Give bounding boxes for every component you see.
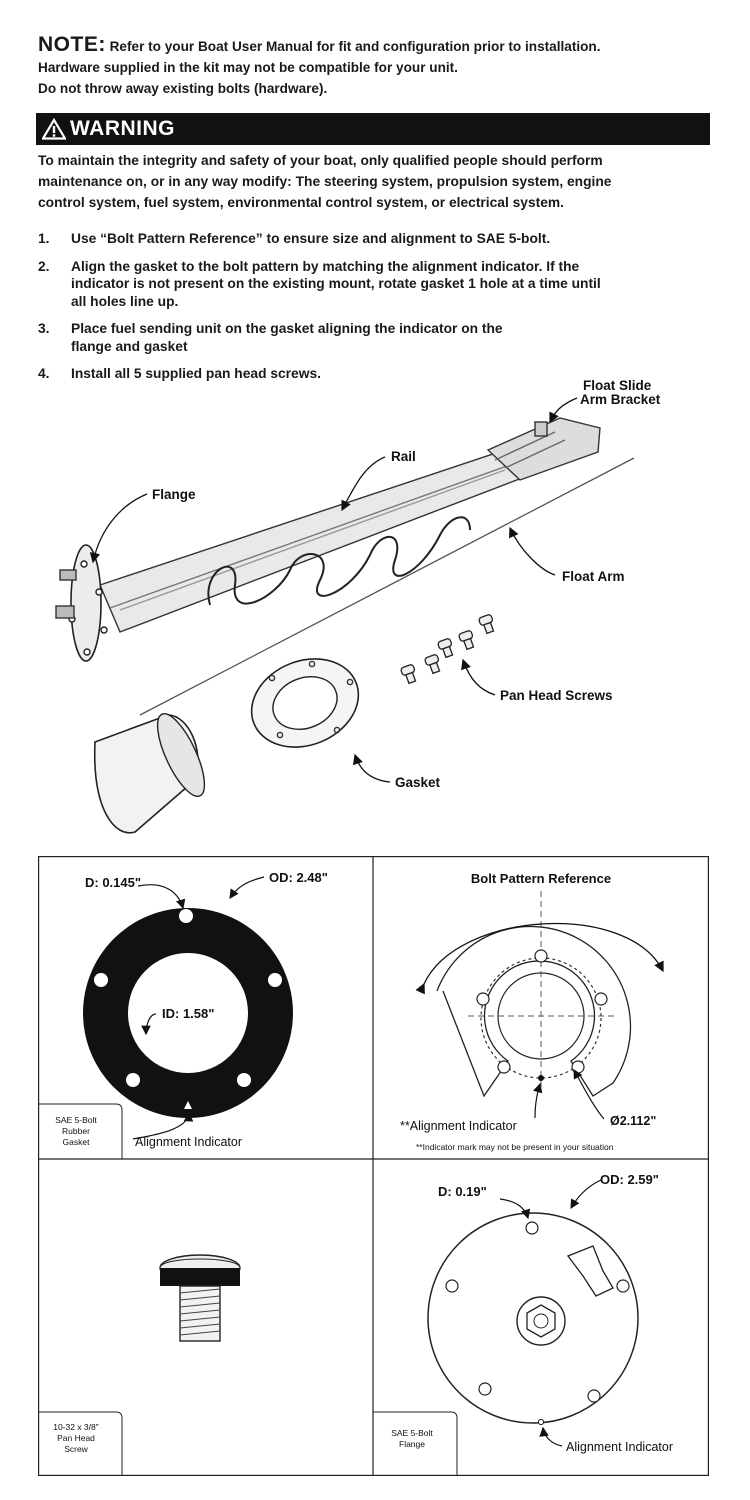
flange-od-label: OD: 2.59" [600, 1172, 659, 1187]
warning-triangle-icon [42, 118, 66, 140]
note-line-3: Do not throw away existing bolts (hardwa… [38, 81, 328, 96]
warning-body: To maintain the integrity and safety of … [38, 150, 728, 213]
step-item: 1. Use “Bolt Pattern Reference” to ensur… [38, 230, 728, 248]
screws-illustration [400, 614, 495, 685]
warning-banner: WARNING [36, 113, 710, 145]
step-line: Place fuel sending unit on the gasket al… [71, 321, 503, 336]
warning-title: WARNING [70, 117, 175, 140]
bolt-pattern-title: Bolt Pattern Reference [471, 871, 611, 886]
screw-caption-line: Pan Head [57, 1433, 95, 1443]
step-line: flange and gasket [71, 338, 188, 354]
coil-wire [207, 516, 471, 606]
step-number: 3. [38, 321, 50, 336]
note-block: NOTE: Refer to your Boat User Manual for… [38, 34, 728, 99]
note-line-2: Hardware supplied in the kit may not be … [38, 60, 458, 75]
step-number: 2. [38, 258, 50, 274]
note-line-1: Refer to your Boat User Manual for fit a… [109, 39, 601, 54]
warning-line-2: maintenance on, or in any way modify: Th… [38, 174, 612, 189]
float-slide-bracket [486, 417, 601, 481]
flange-panel: D: 0.19" OD: 2.59" Alignment Indicator S… [373, 1172, 673, 1476]
gasket-panel: D: 0.145" OD: 2.48" ID: 1.58" Alignment … [38, 870, 328, 1159]
screw-panel: 10-32 x 3/8" Pan Head Screw [38, 1254, 241, 1476]
label-arm-bracket: Arm Bracket [580, 392, 661, 407]
step-item: 4. Install all 5 supplied pan head screw… [38, 365, 728, 383]
bolt-footnote: **Indicator mark may not be present in y… [416, 1142, 614, 1152]
gasket-od-label: OD: 2.48" [269, 870, 328, 885]
bolt-pattern-panel: Bolt Pattern Reference **Alignment Indic… [400, 871, 664, 1152]
label-float-slide: Float Slide [583, 378, 652, 393]
flange-d-label: D: 0.19" [438, 1184, 487, 1199]
label-float-arm: Float Arm [562, 569, 625, 584]
gasket-caption-line: Rubber [62, 1126, 90, 1136]
installation-steps: 1. Use “Bolt Pattern Reference” to ensur… [38, 230, 728, 393]
reference-grid: D: 0.145" OD: 2.48" ID: 1.58" Alignment … [38, 856, 709, 1476]
warning-line-3: control system, fuel system, environment… [38, 195, 565, 210]
flange-caption-line: SAE 5-Bolt [391, 1428, 433, 1438]
step-item: 2. Align the gasket to the bolt pattern … [38, 258, 728, 311]
flange-terminal [566, 1245, 614, 1297]
flange-caption-line: Flange [399, 1439, 425, 1449]
gasket-d-label: D: 0.145" [85, 875, 141, 890]
label-flange: Flange [152, 487, 196, 502]
assembly-diagram: Float Slide Arm Bracket Rail Flange Floa… [55, 378, 661, 834]
label-pan-head-screws: Pan Head Screws [500, 688, 613, 703]
gasket-caption-line: SAE 5-Bolt [55, 1115, 97, 1125]
float-arm-rod [139, 457, 635, 716]
screw-caption-line: Screw [64, 1444, 88, 1454]
step-line: Install all 5 supplied pan head screws. [71, 366, 321, 381]
note-label: NOTE: [38, 33, 106, 56]
step-number: 4. [38, 366, 50, 381]
warning-line-1: To maintain the integrity and safety of … [38, 153, 603, 168]
flange-alignment-label: Alignment Indicator [566, 1440, 673, 1454]
label-rail: Rail [391, 449, 416, 464]
step-item: 3. Place fuel sending unit on the gasket… [38, 320, 728, 355]
screw-washer [160, 1268, 240, 1286]
gasket-alignment-label: Alignment Indicator [135, 1135, 242, 1149]
gasket-id-label: ID: 1.58" [162, 1006, 214, 1021]
screw-caption-line: 10-32 x 3/8" [53, 1422, 99, 1432]
bolt-alignment-label: **Alignment Indicator [400, 1119, 517, 1133]
step-line: all holes line up. [71, 293, 179, 309]
step-line: indicator is not present on the existing… [71, 276, 601, 291]
step-line: Use “Bolt Pattern Reference” to ensure s… [71, 231, 551, 246]
bolt-diameter-label: Ø2.112" [610, 1114, 656, 1128]
step-number: 1. [38, 231, 50, 246]
label-gasket: Gasket [395, 775, 441, 790]
gasket-caption-line: Gasket [63, 1137, 91, 1147]
flange-plate [70, 544, 102, 662]
step-line: Align the gasket to the bolt pattern by … [71, 258, 580, 274]
